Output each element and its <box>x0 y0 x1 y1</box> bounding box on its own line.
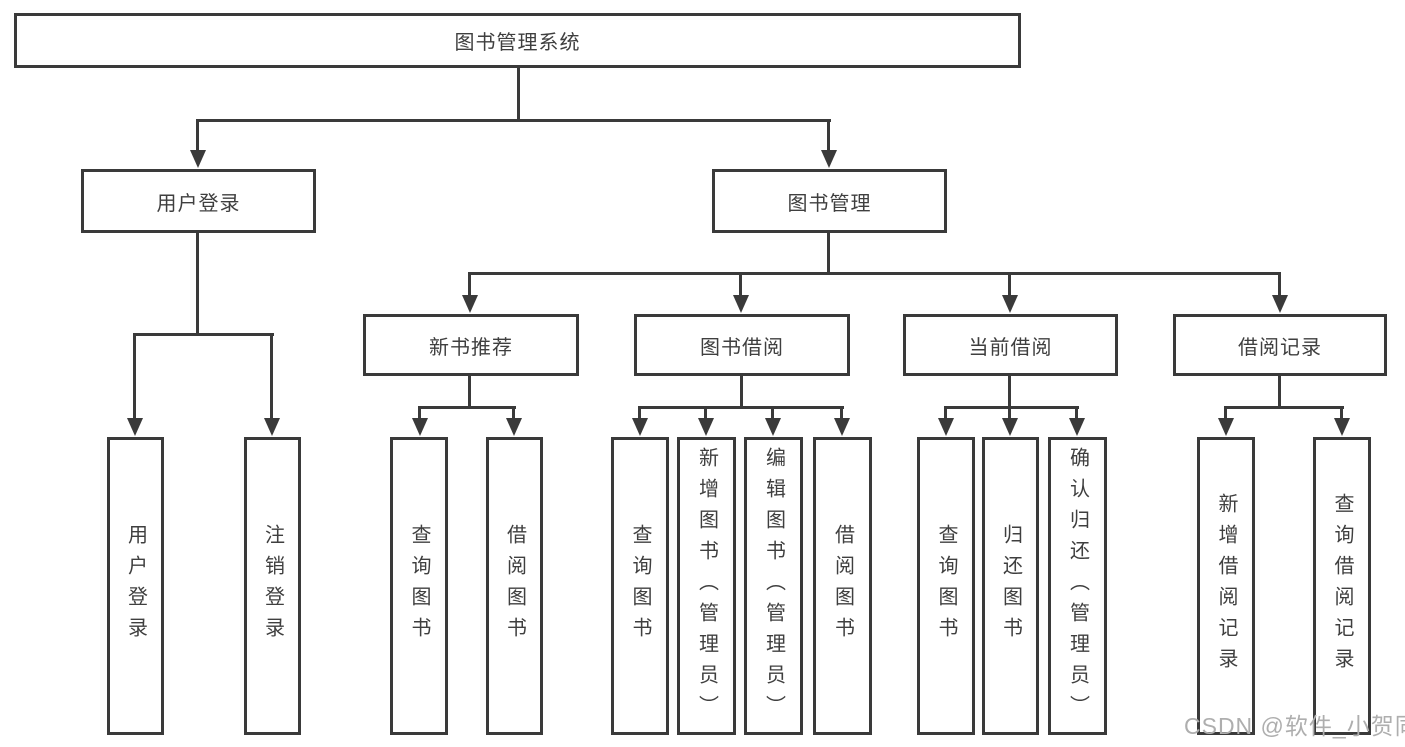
arrow-to-current-borrow <box>1001 272 1018 313</box>
connector-book-management-stem <box>827 233 830 275</box>
node-new-book-recommend: 新书推荐 <box>363 314 579 376</box>
arrow-to-nb-borrow-books <box>505 406 522 436</box>
node-root: 图书管理系统 <box>14 13 1021 68</box>
arrow-to-leaf-user-login <box>126 333 143 436</box>
leaf-bb-borrow-books-label: 借阅图书 <box>831 524 854 648</box>
connector-root-stem <box>517 66 520 122</box>
connector-user-login-rail <box>133 333 274 336</box>
connector-level2-rail <box>197 119 831 122</box>
node-borrow-records-label: 借阅记录 <box>1238 336 1322 359</box>
node-user-login-label: 用户登录 <box>156 192 241 215</box>
leaf-br-query-record: 查询借阅记录 <box>1313 437 1371 735</box>
arrow-to-borrow-records <box>1271 272 1288 313</box>
node-borrow-records: 借阅记录 <box>1173 314 1387 376</box>
leaf-bb-add-books-admin: 新增图书（管理员） <box>677 437 736 735</box>
leaf-bb-edit-books-admin: 编辑图书（管理员） <box>744 437 803 735</box>
leaf-nb-query-books-label: 查询图书 <box>408 524 430 648</box>
leaf-bb-borrow-books: 借阅图书 <box>813 437 872 735</box>
leaf-nb-borrow-books-label: 借阅图书 <box>503 524 526 648</box>
node-root-label: 图书管理系统 <box>454 32 581 54</box>
leaf-bb-add-books-admin-label: 新增图书（管理员） <box>695 446 718 726</box>
arrow-to-bb-query-books <box>631 406 648 436</box>
connector-borrow-records-stem <box>1278 375 1281 408</box>
arrow-to-new-book-recommend <box>461 272 478 313</box>
connector-user-login-stem <box>196 233 199 335</box>
leaf-bb-query-books: 查询图书 <box>611 437 669 735</box>
leaf-br-query-record-label: 查询借阅记录 <box>1331 493 1353 679</box>
node-user-login: 用户登录 <box>81 169 316 233</box>
arrow-to-cb-return-books <box>1001 406 1018 436</box>
connector-level3-rail <box>468 272 1281 275</box>
leaf-cb-query-books-label: 查询图书 <box>935 524 957 648</box>
arrow-to-bb-borrow-books <box>833 406 850 436</box>
connector-current-borrow-rail <box>944 406 1079 409</box>
arrow-to-book-borrow <box>732 272 749 313</box>
arrow-to-leaf-logout <box>263 333 280 436</box>
node-current-borrow-label: 当前借阅 <box>968 336 1053 359</box>
arrow-to-nb-query-books <box>411 406 428 436</box>
leaf-cb-confirm-return-admin: 确认归还（管理员） <box>1048 437 1107 735</box>
leaf-br-add-record: 新增借阅记录 <box>1197 437 1255 735</box>
leaf-br-add-record-label: 新增借阅记录 <box>1215 493 1237 679</box>
leaf-cb-return-books: 归还图书 <box>982 437 1039 735</box>
node-book-borrow-label: 图书借阅 <box>700 336 784 359</box>
csdn-watermark: CSDN @软件_小贺同学 <box>1184 713 1405 739</box>
arrow-to-cb-confirm-return <box>1068 406 1085 436</box>
leaf-logout: 注销登录 <box>244 437 301 735</box>
connector-borrow-records-rail <box>1224 406 1344 409</box>
arrow-to-book-management <box>820 119 837 168</box>
node-book-management: 图书管理 <box>712 169 947 233</box>
arrow-to-br-add-record <box>1217 406 1234 436</box>
leaf-cb-query-books: 查询图书 <box>917 437 975 735</box>
connector-book-borrow-rail <box>638 406 844 409</box>
leaf-nb-borrow-books: 借阅图书 <box>486 437 543 735</box>
leaf-user-login: 用户登录 <box>107 437 164 735</box>
connector-new-book-recommend-stem <box>468 375 471 408</box>
node-current-borrow: 当前借阅 <box>903 314 1118 376</box>
leaf-bb-query-books-label: 查询图书 <box>629 524 651 648</box>
arrow-to-cb-query-books <box>937 406 954 436</box>
leaf-user-login-label: 用户登录 <box>124 524 147 648</box>
leaf-cb-return-books-label: 归还图书 <box>999 524 1022 648</box>
node-book-borrow: 图书借阅 <box>634 314 850 376</box>
leaf-nb-query-books: 查询图书 <box>390 437 448 735</box>
node-new-book-recommend-label: 新书推荐 <box>429 336 513 359</box>
arrow-to-bb-edit-books <box>764 406 781 436</box>
arrow-to-bb-add-books <box>697 406 714 436</box>
leaf-logout-label: 注销登录 <box>261 524 284 648</box>
node-book-management-label: 图书管理 <box>787 192 872 215</box>
connector-new-book-recommend-rail <box>418 406 516 409</box>
connector-book-borrow-stem <box>740 375 743 408</box>
leaf-bb-edit-books-admin-label: 编辑图书（管理员） <box>762 446 785 726</box>
arrow-to-br-query-record <box>1333 406 1350 436</box>
connector-current-borrow-stem <box>1008 375 1011 408</box>
leaf-cb-confirm-return-admin-label: 确认归还（管理员） <box>1066 446 1089 726</box>
arrow-to-user-login <box>189 119 206 168</box>
